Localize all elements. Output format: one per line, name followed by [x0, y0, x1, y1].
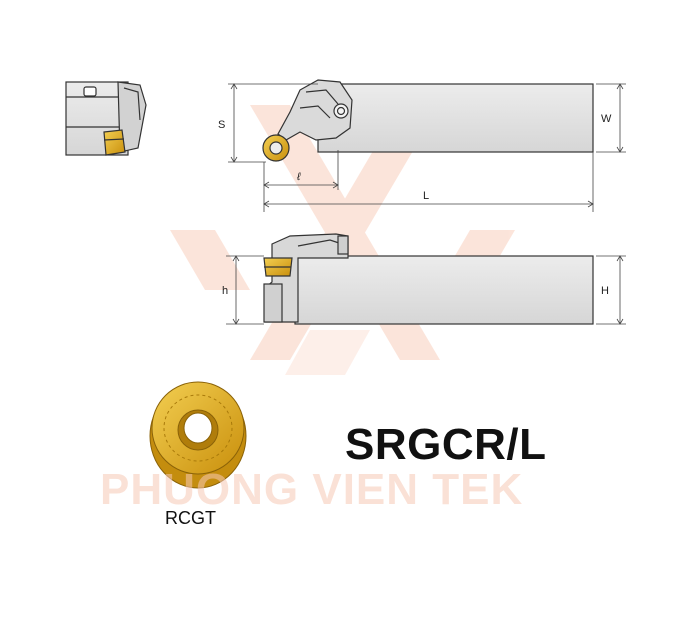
- side-view-tool: [263, 233, 594, 325]
- dim-label-W: W: [601, 113, 612, 125]
- round-insert: [149, 381, 247, 489]
- dim-label-h: h: [222, 285, 228, 297]
- end-view: [65, 81, 147, 156]
- dim-label-S: S: [218, 119, 225, 131]
- top-view-dimensions: [228, 83, 626, 212]
- watermark-text: PHUONG VIEN TEK: [100, 465, 524, 514]
- tool-title: SRGCR/L: [345, 420, 547, 469]
- dim-label-H: H: [601, 285, 609, 297]
- dim-label-L: L: [423, 190, 429, 202]
- dim-label-l: ℓ: [296, 171, 301, 183]
- side-view-dimensions: [226, 255, 626, 325]
- top-view-tool: [262, 79, 594, 162]
- insert-label: RCGT: [165, 508, 216, 528]
